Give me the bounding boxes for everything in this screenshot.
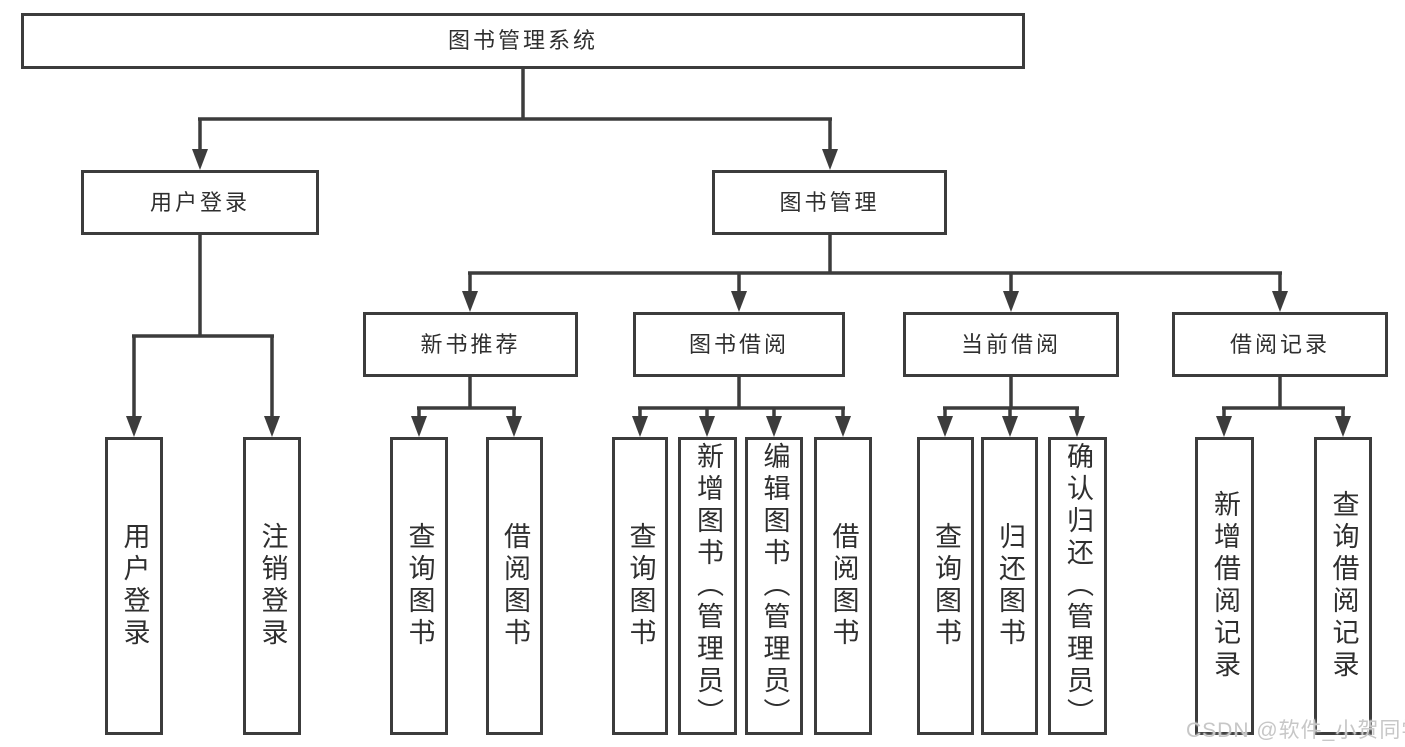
leaf-user-login: 用户登录 [105,437,163,735]
leaf-edit-book-admin: 编辑图书（管理员） [745,437,803,735]
leaf-label: 确认归还（管理员） [1063,442,1093,730]
leaf-borrow-books-2: 借阅图书 [814,437,872,735]
leaf-label: 查询图书 [625,522,656,650]
node-label: 图书管理系统 [447,28,598,53]
leaf-label: 注销登录 [257,522,288,650]
node-book-borrow: 图书借阅 [633,312,845,377]
leaf-label: 借阅图书 [500,522,530,650]
leaf-query-books-1: 查询图书 [390,437,448,735]
leaf-query-books-2: 查询图书 [612,437,668,735]
leaf-add-borrow-record: 新增借阅记录 [1195,437,1254,735]
node-borrow-records: 借阅记录 [1172,312,1388,377]
csdn-watermark: CSDN @软件_小贺同学 [1186,719,1405,742]
node-user-login: 用户登录 [81,170,319,235]
node-current-borrow: 当前借阅 [903,312,1119,377]
node-label: 借阅记录 [1229,331,1330,357]
leaf-label: 新增图书（管理员） [693,442,723,730]
leaf-return-book: 归还图书 [981,437,1038,735]
leaf-query-books-3: 查询图书 [917,437,974,735]
leaf-label: 查询图书 [404,522,435,650]
leaf-label: 查询借阅记录 [1328,490,1359,682]
leaf-label: 编辑图书（管理员） [759,442,790,730]
leaf-query-borrow-record: 查询借阅记录 [1314,437,1372,735]
leaf-label: 新增借阅记录 [1210,490,1240,682]
leaf-borrow-books-1: 借阅图书 [486,437,543,735]
leaf-label: 借阅图书 [828,522,859,650]
node-library-management-system: 图书管理系统 [21,13,1025,69]
node-label: 图书借阅 [688,331,789,357]
leaf-label: 用户登录 [119,522,150,650]
node-label: 新书推荐 [420,331,521,357]
leaf-label: 归还图书 [995,522,1025,650]
leaf-add-book-admin: 新增图书（管理员） [678,437,737,735]
node-new-book-recommend: 新书推荐 [363,312,578,377]
node-label: 当前借阅 [960,331,1061,357]
node-label: 用户登录 [149,189,250,215]
leaf-logout: 注销登录 [243,437,301,735]
node-book-management: 图书管理 [712,170,947,235]
leaf-label: 查询图书 [931,522,961,650]
node-label: 图书管理 [779,189,880,215]
leaf-confirm-return-admin: 确认归还（管理员） [1048,437,1107,735]
